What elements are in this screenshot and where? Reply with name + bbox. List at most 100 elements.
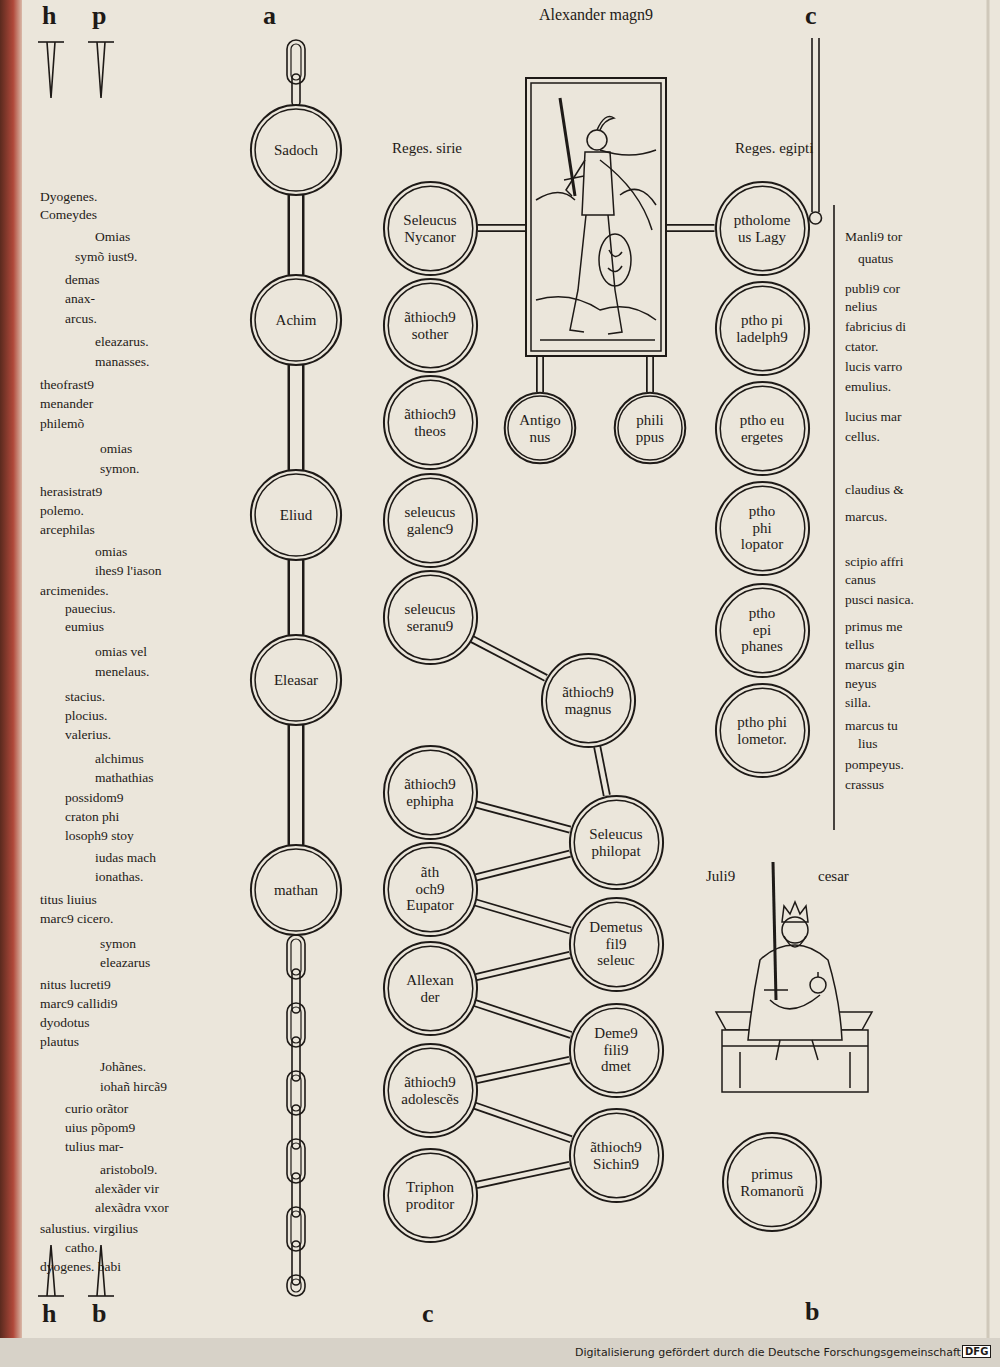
name-entry: dyodotus [40,1016,90,1031]
ring-name: ãthioch9 theos [404,406,456,439]
connector-outline [597,747,607,796]
name-entry: uius põpom9 [65,1121,135,1136]
name-entry: titus liuius [40,893,97,908]
chain-link [296,726,297,844]
ring-name: Antigo nus [519,412,561,445]
connector-bar [476,804,570,829]
ring-name: Deme9 fili9 dmet [592,1025,640,1075]
name-entry: losoph9 stoy [65,829,134,844]
margin-letter: h [42,1300,56,1329]
name-entry: salustius. virgilius [40,1222,138,1237]
connector-bar [475,1106,571,1140]
ring-node: phili ppus [614,392,686,464]
margin-letter: a [263,2,276,31]
connector-outline [667,224,715,232]
name-entry: manasses. [95,355,149,370]
connector-outline [288,366,305,469]
name-entry: tellus [845,638,874,653]
connector-inner [648,357,653,392]
ring-node: Allexan der [383,941,478,1036]
name-entry: Dyogenes. [40,190,97,205]
ring-name: Eliud [280,507,313,524]
name-entry: anax- [65,292,95,307]
connector-inner [475,1003,571,1035]
ring-node: seleucus galenc9 [383,473,478,568]
name-entry: symon. [100,462,139,477]
ring-name: mathan [274,882,318,899]
connector-inner [476,902,571,930]
name-entry: eleazarus. [95,335,149,350]
ring-name: Sadoch [274,142,318,159]
name-entry: philemõ [40,417,84,432]
scan-margin [0,1338,1000,1367]
margin-letter: b [805,1298,819,1327]
connector-inner [476,1165,569,1185]
connector-inner [472,639,546,678]
ring-name: ãth och9 Eupator [406,864,454,914]
name-entry: publi9 cor [845,282,900,297]
connector-bar [597,747,607,796]
connector-bar [476,854,570,878]
name-entry: fabricius di [845,320,906,335]
ring-name: Demetus fil9 seleuc [589,919,642,969]
connector-bar [478,228,526,229]
name-entry: alchimus [95,752,144,767]
ring-node: Deme9 fili9 dmet [569,1003,664,1098]
frame-outline [525,2,667,357]
ring-node: Eleasar [250,634,342,726]
name-entry: iudas mach [95,851,156,866]
name-entry: marc9 callidi9 [40,997,118,1012]
name-entry: omias [100,442,132,457]
name-entry: craton phi [65,810,119,825]
name-entry: lius [858,737,878,752]
ring-name: Achim [276,312,317,329]
name-entry: theofrast9 [40,378,94,393]
name-entry: mathathias [95,771,153,786]
name-entry: scipio affri [845,555,904,570]
ring-name: ptho pi ladelph9 [736,312,788,345]
connector-outline [475,1003,571,1035]
name-entry: pusci nasica. [845,593,914,608]
name-entry: marc9 cicero. [40,912,113,927]
connector-outline [288,196,305,274]
name-entry: aristobol9. [100,1163,157,1178]
ring-node: ãth och9 Eupator [383,842,478,937]
ring-node: Sadoch [250,104,342,196]
name-entry: tulius mar- [65,1140,124,1155]
connector-inner [290,366,302,469]
name-entry: stacius. [65,690,105,705]
ring-node: Antigo nus [504,392,576,464]
ring-node: ptho pi ladelph9 [715,281,810,376]
connector-bar [650,357,651,392]
connector-outline [288,726,305,844]
name-entry: arcimenides. [40,584,109,599]
ring-name: Allexan der [406,972,454,1005]
name-entry: emulius. [845,380,891,395]
ring-node: ptho epi phanes [715,583,810,678]
alexander-figure [536,98,656,340]
connector-bar [472,639,546,678]
ring-node: primus Romanorũ [722,1132,822,1232]
name-entry: marcus gin [845,658,905,673]
connector-outline [475,1106,571,1140]
picture-frame: Alexander magn9 [525,2,667,357]
connector-bar [540,357,541,392]
name-entry: lucis varro [845,360,902,375]
column-heading: cesar [818,868,849,885]
ring-name: ãthioch9 Sichin9 [590,1139,642,1172]
ring-node: ãthioch9 adolescẽs [383,1043,478,1138]
ring-name: ãthioch9 adolescẽs [401,1074,458,1107]
page-edge [987,0,990,1338]
margin-letter: p [92,2,106,31]
ring-name: ãthioch9 magnus [562,684,614,717]
ring-node: ãthioch9 Sichin9 [569,1108,664,1203]
name-entry: canus [845,573,876,588]
connector-inner [597,747,607,796]
ring-name: Triphon proditor [406,1179,454,1212]
name-entry: catho. [65,1241,98,1256]
name-entry: silla. [845,696,871,711]
margin-letter: c [422,1300,434,1329]
name-entry: alexãder vir [95,1182,159,1197]
connector-outline [472,639,546,678]
connector-outline [646,357,654,392]
